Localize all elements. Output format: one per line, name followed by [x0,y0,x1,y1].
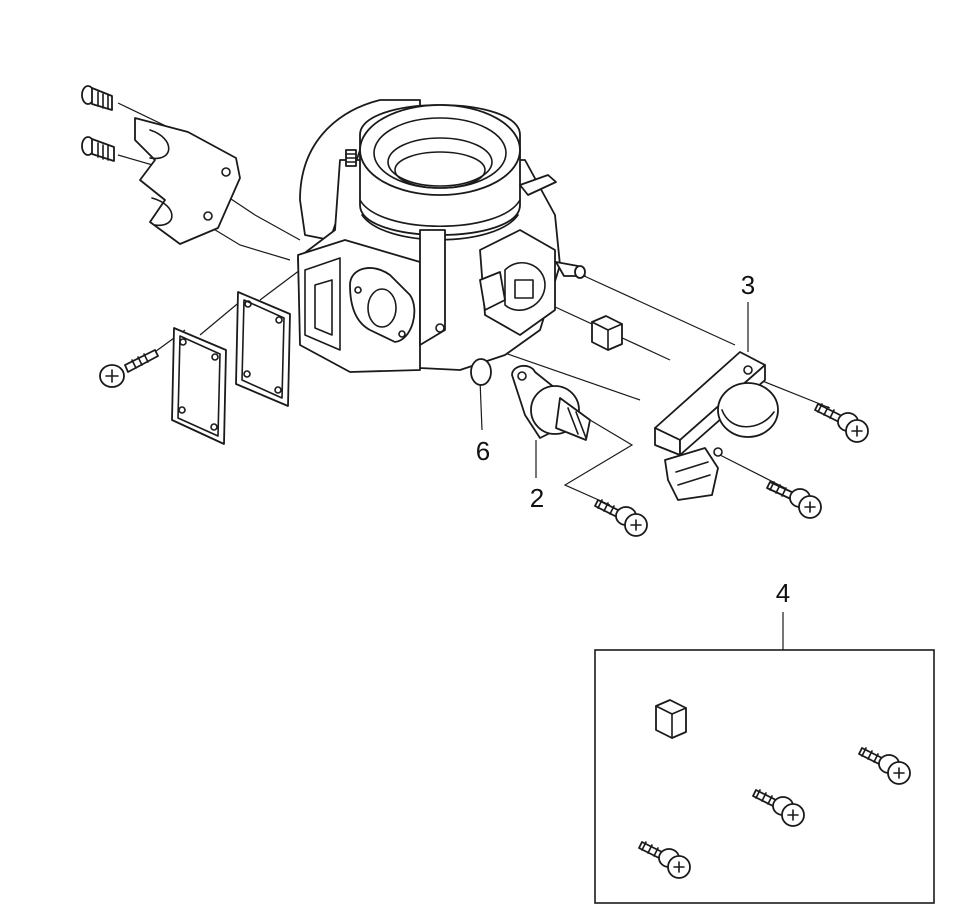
gasket-icon [235,291,291,407]
callout-4: 4 [776,578,790,608]
washer-screw-icon [594,499,648,537]
seal-cube-icon [591,315,623,351]
bolt-icon [81,136,115,162]
throttle-body-icon [297,99,586,373]
sensor-icon [654,351,779,501]
washer-screw-icon [638,841,691,879]
callout-2: 2 [530,483,544,513]
bolt-icon [81,85,113,111]
washer-screw-icon [814,403,869,443]
washer-screw-icon [766,481,822,519]
callout-3: 3 [741,270,755,300]
washer-screw-icon [752,789,805,827]
washer-screw-icon [99,349,159,388]
seal-cube-icon [655,699,687,739]
bracket-icon [134,117,241,245]
kit-box [594,649,935,904]
washer-screw-icon [858,747,911,785]
sensor-icon [511,365,591,441]
gasket-icon [171,327,227,445]
o-ring-icon [470,358,492,386]
callout-6: 6 [476,436,490,466]
